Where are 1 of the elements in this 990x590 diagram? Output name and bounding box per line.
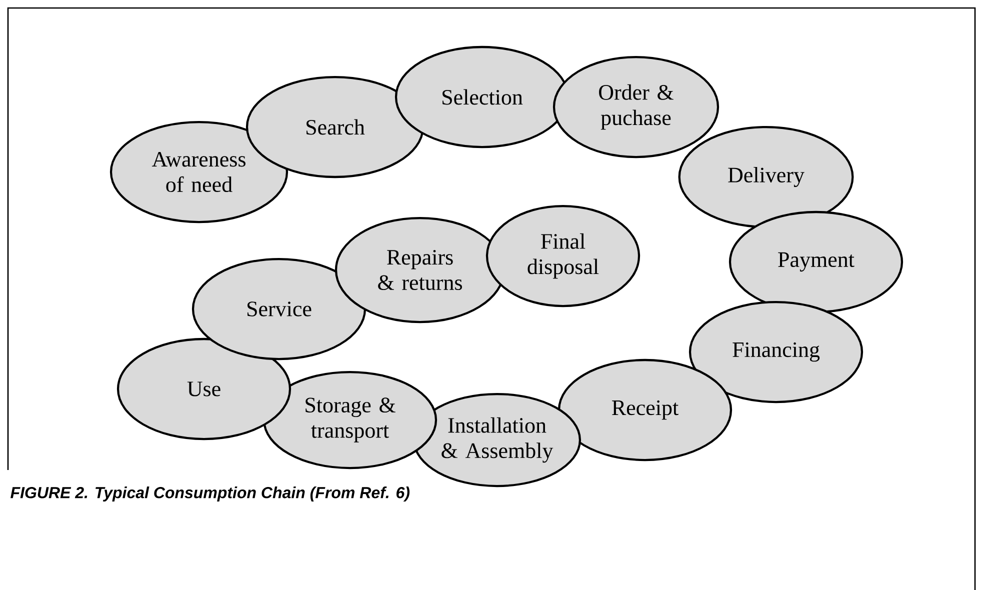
figure-caption: FIGURE 2. Typical Consumption Chain (From Ref. 6): [10, 486, 410, 502]
